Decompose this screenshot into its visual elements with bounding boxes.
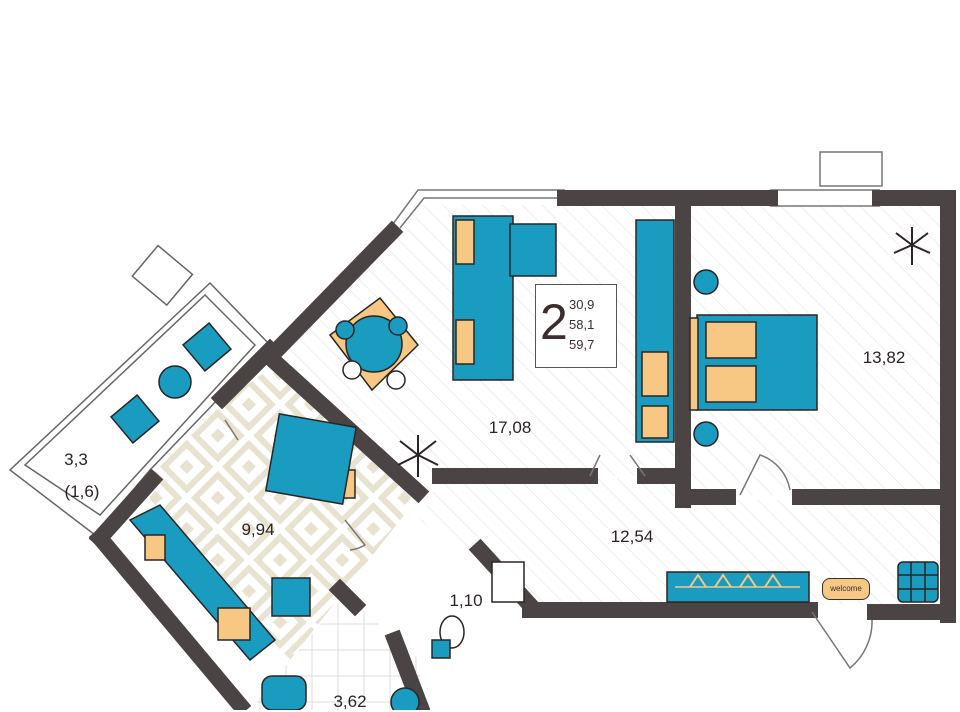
living-area: 30,9 <box>569 297 595 312</box>
balcony-reduced-area: (1,6) <box>64 482 100 501</box>
doors <box>224 419 873 670</box>
welcome-doormat: welcome <box>822 578 870 600</box>
wardrobe <box>666 571 810 603</box>
dining-table <box>328 296 420 392</box>
kitchen-area: 9,94 <box>241 520 275 539</box>
toilet-area: 1,10 <box>449 591 483 610</box>
hall-area: 12,54 <box>610 527 654 546</box>
total-area: 58,1 <box>569 317 595 332</box>
bedroom-area: 13,82 <box>862 348 906 367</box>
walls <box>88 190 956 710</box>
toilet <box>261 561 525 710</box>
kitchen-table <box>264 412 358 506</box>
balcony-furniture <box>109 321 233 445</box>
tv-stand <box>635 219 675 443</box>
living-room-area: 17,08 <box>488 418 532 437</box>
bedroom-floor <box>690 205 948 495</box>
rooms-count: 2 <box>540 294 568 350</box>
total-area-with-balcony: 59,7 <box>569 337 595 352</box>
apartment-info-box: 2 30,9 58,1 59,7 <box>535 284 617 368</box>
balcony-area: 3,3 <box>64 450 88 469</box>
sofa <box>452 215 557 381</box>
windows <box>389 151 883 229</box>
bed <box>689 269 818 447</box>
shoe-rack <box>897 561 939 603</box>
hall-floor <box>420 478 948 605</box>
kitchen-counter <box>128 504 311 662</box>
bathroom-area: 3,62 <box>333 692 367 711</box>
plant-icon <box>397 227 931 477</box>
